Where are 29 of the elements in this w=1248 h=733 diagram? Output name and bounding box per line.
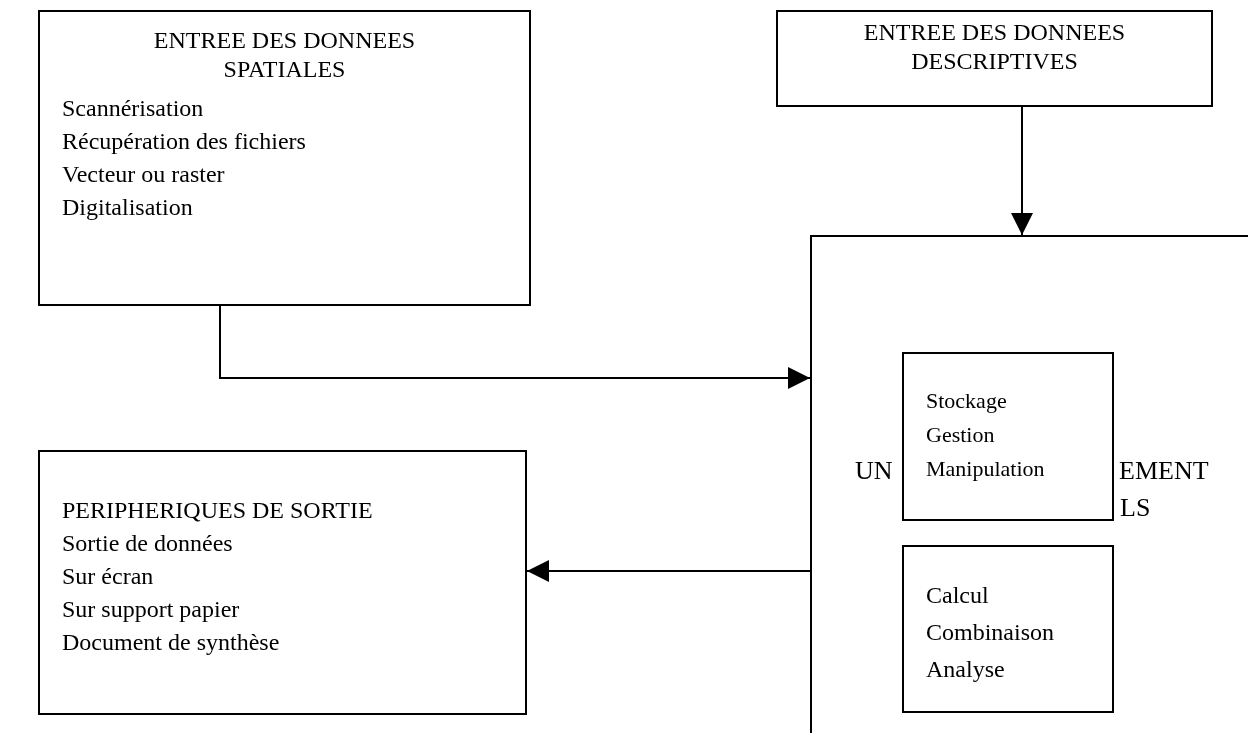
sub-process-box: [902, 545, 1114, 713]
sub-process-box: [902, 352, 1114, 521]
box-title: ENTREE DES DONNEES SPATIALES: [152, 26, 417, 84]
box-text: Sur écran: [62, 562, 154, 591]
box-text: Digitalisation: [62, 193, 193, 222]
box-text: Scannérisation: [62, 94, 204, 123]
arrow: [526, 560, 811, 582]
box-text: Manipulation: [926, 456, 1045, 483]
box-text: Gestion: [926, 422, 995, 449]
box-text: Document de synthèse: [62, 628, 280, 657]
box-title: PERIPHERIQUES DE SORTIE: [62, 496, 373, 525]
process-box: [38, 450, 527, 715]
box-text: Analyse: [926, 655, 1005, 684]
box-text: Récupération des fichiers: [62, 127, 306, 156]
box-text: UN: [855, 455, 893, 487]
box-text: Vecteur ou raster: [62, 160, 225, 189]
arrow: [1011, 106, 1033, 236]
box-text: Calcul: [926, 581, 989, 610]
box-text: EMENT: [1119, 455, 1209, 487]
box-text: Sortie de données: [62, 529, 233, 558]
process-box: [776, 10, 1213, 107]
arrow: [219, 305, 811, 389]
box-text: LS: [1120, 492, 1151, 524]
process-box: [810, 235, 1248, 733]
box-text: Combinaison: [926, 618, 1054, 647]
box-text: Sur support papier: [62, 595, 240, 624]
box-title: ENTREE DES DONNEES DESCRIPTIVES: [862, 18, 1127, 76]
process-box: [38, 10, 531, 306]
box-text: Stockage: [926, 388, 1007, 415]
